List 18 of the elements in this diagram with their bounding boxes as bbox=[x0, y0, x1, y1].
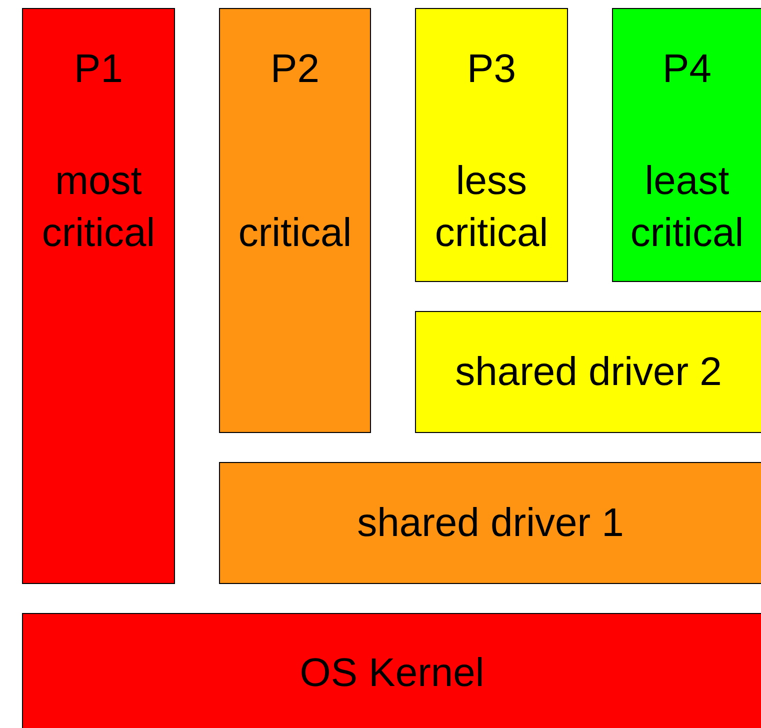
process-block bbox=[612, 8, 761, 282]
layer-label: OS Kernel bbox=[300, 650, 484, 697]
criticality-label: most critical bbox=[40, 158, 156, 257]
criticality-label: critical bbox=[237, 210, 353, 257]
process-block bbox=[219, 8, 371, 433]
layer-label: shared driver 2 bbox=[455, 349, 722, 396]
process-label: P3 bbox=[467, 47, 516, 91]
layer-block bbox=[219, 462, 761, 584]
criticality-label: less critical bbox=[434, 158, 550, 257]
process-block bbox=[22, 8, 175, 584]
layer-label: shared driver 1 bbox=[357, 500, 624, 547]
process-label: P4 bbox=[662, 47, 712, 91]
process-label: P1 bbox=[74, 47, 123, 91]
process-label: P2 bbox=[270, 47, 320, 91]
criticality-label: least critical bbox=[629, 158, 745, 257]
process-block bbox=[415, 8, 568, 282]
layer-block bbox=[22, 613, 761, 728]
layer-block bbox=[415, 311, 761, 433]
